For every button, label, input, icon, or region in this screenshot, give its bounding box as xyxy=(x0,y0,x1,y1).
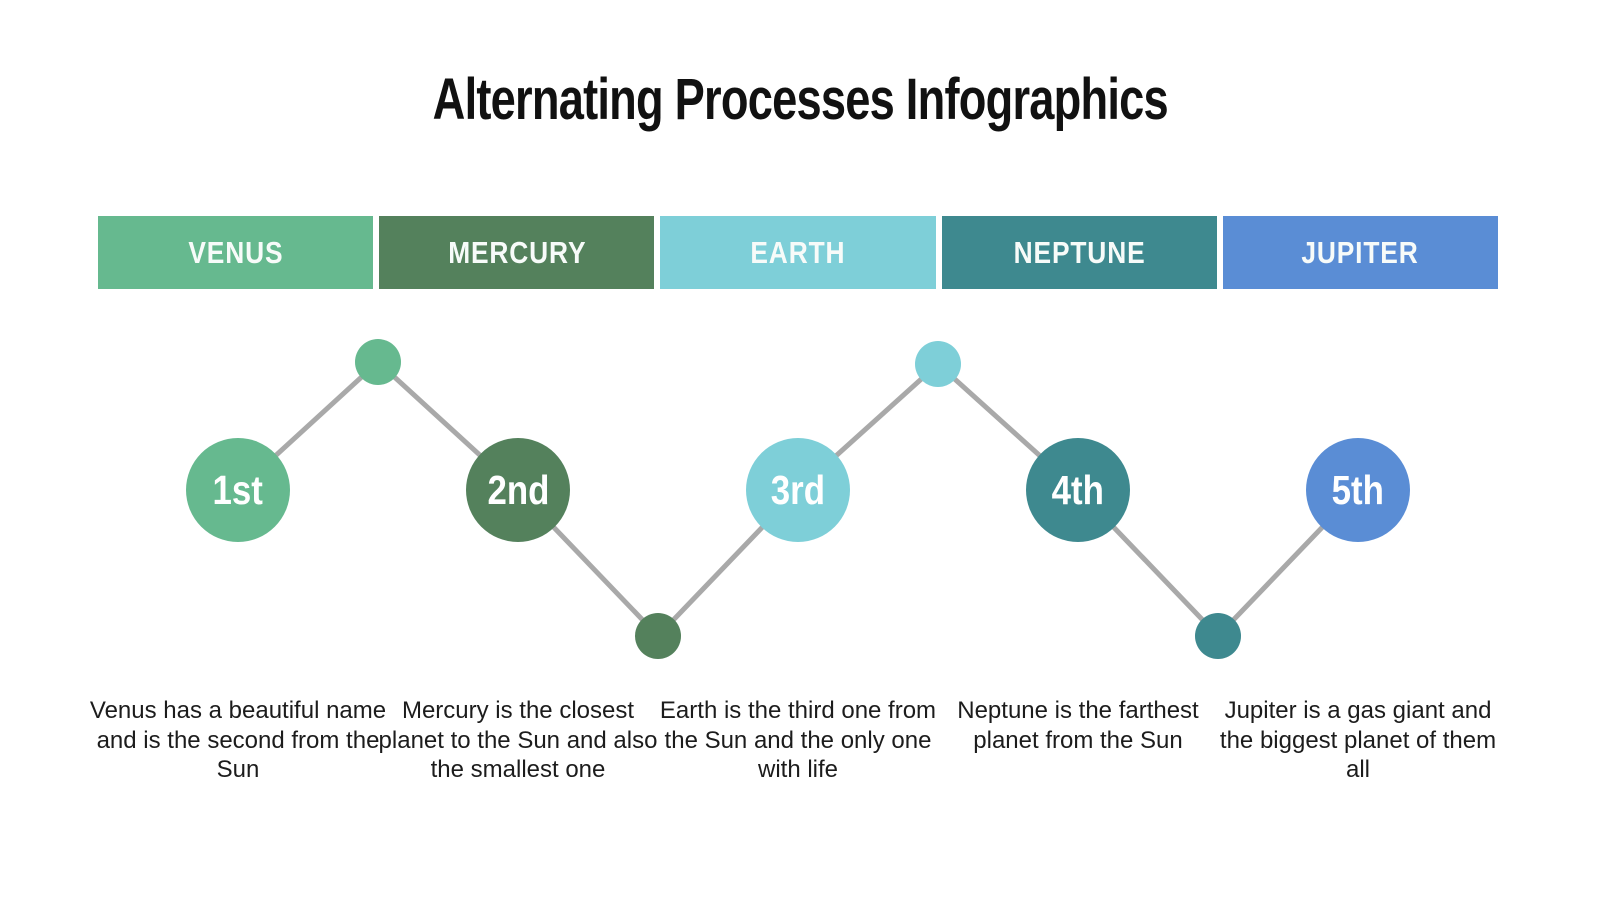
step-description-earth: Earth is the third one from the Sun and … xyxy=(659,697,937,783)
step-circle-label-4th: 4th xyxy=(1051,466,1105,513)
step-circle-label-3rd: 3rd xyxy=(770,466,826,513)
header-segment-mercury: MERCURY xyxy=(379,216,655,289)
header-segment-earth: EARTH xyxy=(660,216,936,289)
header-segment-neptune: NEPTUNE xyxy=(941,216,1217,289)
connector-node-peak-1 xyxy=(355,339,401,385)
step-circle-5th: 5th xyxy=(1306,438,1410,542)
header-label-mercury: MERCURY xyxy=(447,234,586,270)
page-title: Alternating Processes Infographics xyxy=(432,67,1168,132)
step-description-neptune: Neptune is the farthest planet from the … xyxy=(957,697,1199,754)
connector-node-valley-2 xyxy=(1195,613,1241,659)
step-circle-2nd: 2nd xyxy=(466,438,570,542)
header-label-venus: VENUS xyxy=(188,234,284,270)
process-header-bar: VENUS MERCURY EARTH NEPTUNE JUPITER xyxy=(98,216,1499,289)
step-circle-label-2nd: 2nd xyxy=(487,466,549,513)
step-description-mercury: Mercury is the closest planet to the Sun… xyxy=(378,697,658,783)
step-description-venus: Venus has a beautiful name and is the se… xyxy=(89,697,387,783)
step-circle-label-1st: 1st xyxy=(212,466,264,513)
header-segment-venus: VENUS xyxy=(98,216,374,289)
step-circle-4th: 4th xyxy=(1026,438,1130,542)
step-circle-3rd: 3rd xyxy=(746,438,850,542)
header-label-neptune: NEPTUNE xyxy=(1013,234,1146,270)
connector-node-peak-2 xyxy=(915,341,961,387)
step-description-jupiter: Jupiter is a gas giant and the biggest p… xyxy=(1219,697,1497,783)
header-label-jupiter: JUPITER xyxy=(1301,234,1420,270)
header-label-earth: EARTH xyxy=(750,234,846,270)
connector-node-valley-1 xyxy=(635,613,681,659)
step-circle-label-5th: 5th xyxy=(1331,466,1385,513)
title-container: Alternating Processes Infographics xyxy=(0,66,1600,133)
header-segment-jupiter: JUPITER xyxy=(1222,216,1499,289)
step-circle-1st: 1st xyxy=(186,438,290,542)
